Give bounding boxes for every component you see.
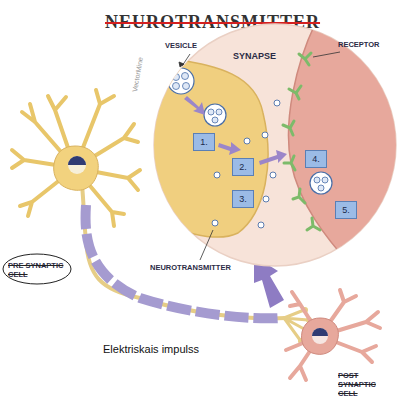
part-label: VESICLE: [165, 41, 197, 50]
part-label: RECEPTOR: [338, 40, 380, 49]
callout-box: 5.: [335, 201, 357, 219]
presynaptic-dendrites: [12, 90, 140, 226]
callout-number: 3.: [239, 194, 247, 204]
callout-box: 3.: [232, 190, 254, 208]
synapse-circle: SYNAPSE 1. 2. 3. 4. 5.: [153, 23, 397, 267]
pen-circle: [3, 254, 71, 284]
callout-number: 2.: [239, 162, 247, 172]
flow-arrows: [184, 96, 287, 165]
signal-label: Elektriskais impulss: [103, 343, 199, 356]
callout-box: 2.: [232, 158, 254, 176]
callout-box: 4.: [305, 150, 327, 168]
part-label: NEUROTRANSMITTER: [150, 263, 231, 272]
synapse-label: SYNAPSE: [233, 51, 276, 61]
watermark: VectorMine: [130, 56, 145, 92]
postsynaptic-membrane: [289, 18, 400, 273]
vesicles: [168, 68, 332, 194]
callout-number: 5.: [342, 205, 350, 215]
neurotransmitter-dots: [212, 100, 280, 228]
receptors: [283, 53, 320, 230]
cell-label: PRE SYNAPTIC CELL: [8, 261, 68, 279]
postsynaptic-cell: [286, 290, 380, 380]
callout-number: 4.: [312, 154, 320, 164]
leader-lines: [179, 52, 340, 260]
cell-label: POST SYNAPTIC CELL: [338, 371, 396, 398]
callout-number: 1.: [200, 137, 208, 147]
presynaptic-soma: [54, 146, 99, 190]
callout-box: 1.: [193, 133, 215, 151]
presynaptic-terminal: [148, 53, 268, 237]
